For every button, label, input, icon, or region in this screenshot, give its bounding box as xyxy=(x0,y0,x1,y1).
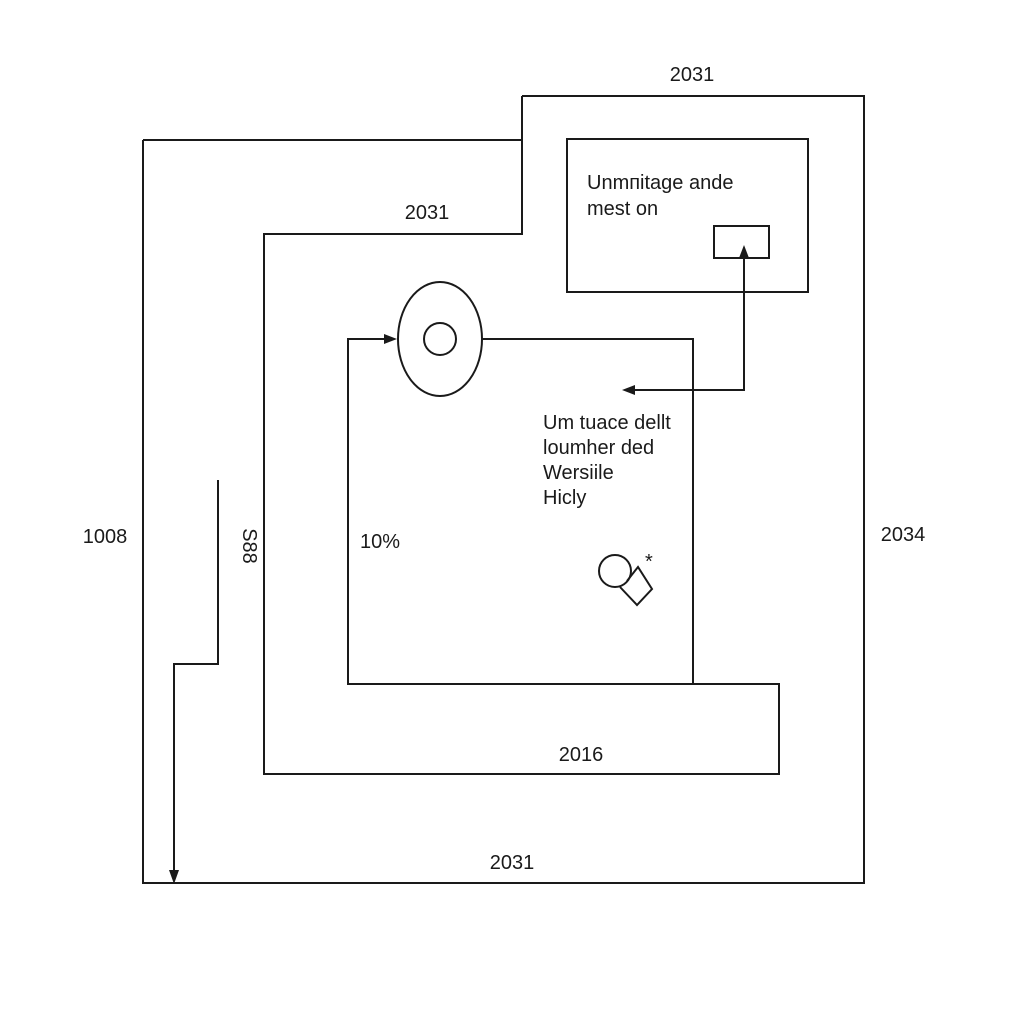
label-left-inner: S88 xyxy=(238,528,260,564)
stepped-boundary xyxy=(263,96,780,775)
note-line-2: loumher ded xyxy=(543,437,654,459)
outer-frame xyxy=(142,95,865,884)
label-left-outer: 1008 xyxy=(83,526,128,548)
room-entry-arrowhead xyxy=(384,334,397,344)
label-bottom-outer: 2031 xyxy=(490,852,535,874)
label-right-outer: 2034 xyxy=(881,524,926,546)
callout-line-1: Unmпitage ande xyxy=(587,172,733,194)
label-percent: 10% xyxy=(360,531,400,553)
feed-line xyxy=(173,480,219,872)
asterisk-marker: * xyxy=(645,551,653,573)
oval-device-core xyxy=(423,322,457,356)
label-bottom-mid: 2016 xyxy=(559,744,604,766)
callout-line-2: mest on xyxy=(587,198,658,220)
callout-box xyxy=(566,138,809,293)
note-line-1: Um tuace dellt xyxy=(543,412,671,434)
note-line-4: Hicly xyxy=(543,487,586,509)
key-icon xyxy=(598,554,654,607)
connector-arrowhead-up xyxy=(739,245,749,258)
note-line-3: Wersiile xyxy=(543,462,614,484)
inner-room xyxy=(347,338,694,685)
oval-device xyxy=(397,281,483,397)
label-top-inner: 2031 xyxy=(405,202,450,224)
connector-line xyxy=(634,258,745,391)
feed-arrowhead xyxy=(169,870,179,884)
label-top-outer: 2031 xyxy=(670,64,715,86)
connector-arrowhead-left xyxy=(622,385,635,395)
